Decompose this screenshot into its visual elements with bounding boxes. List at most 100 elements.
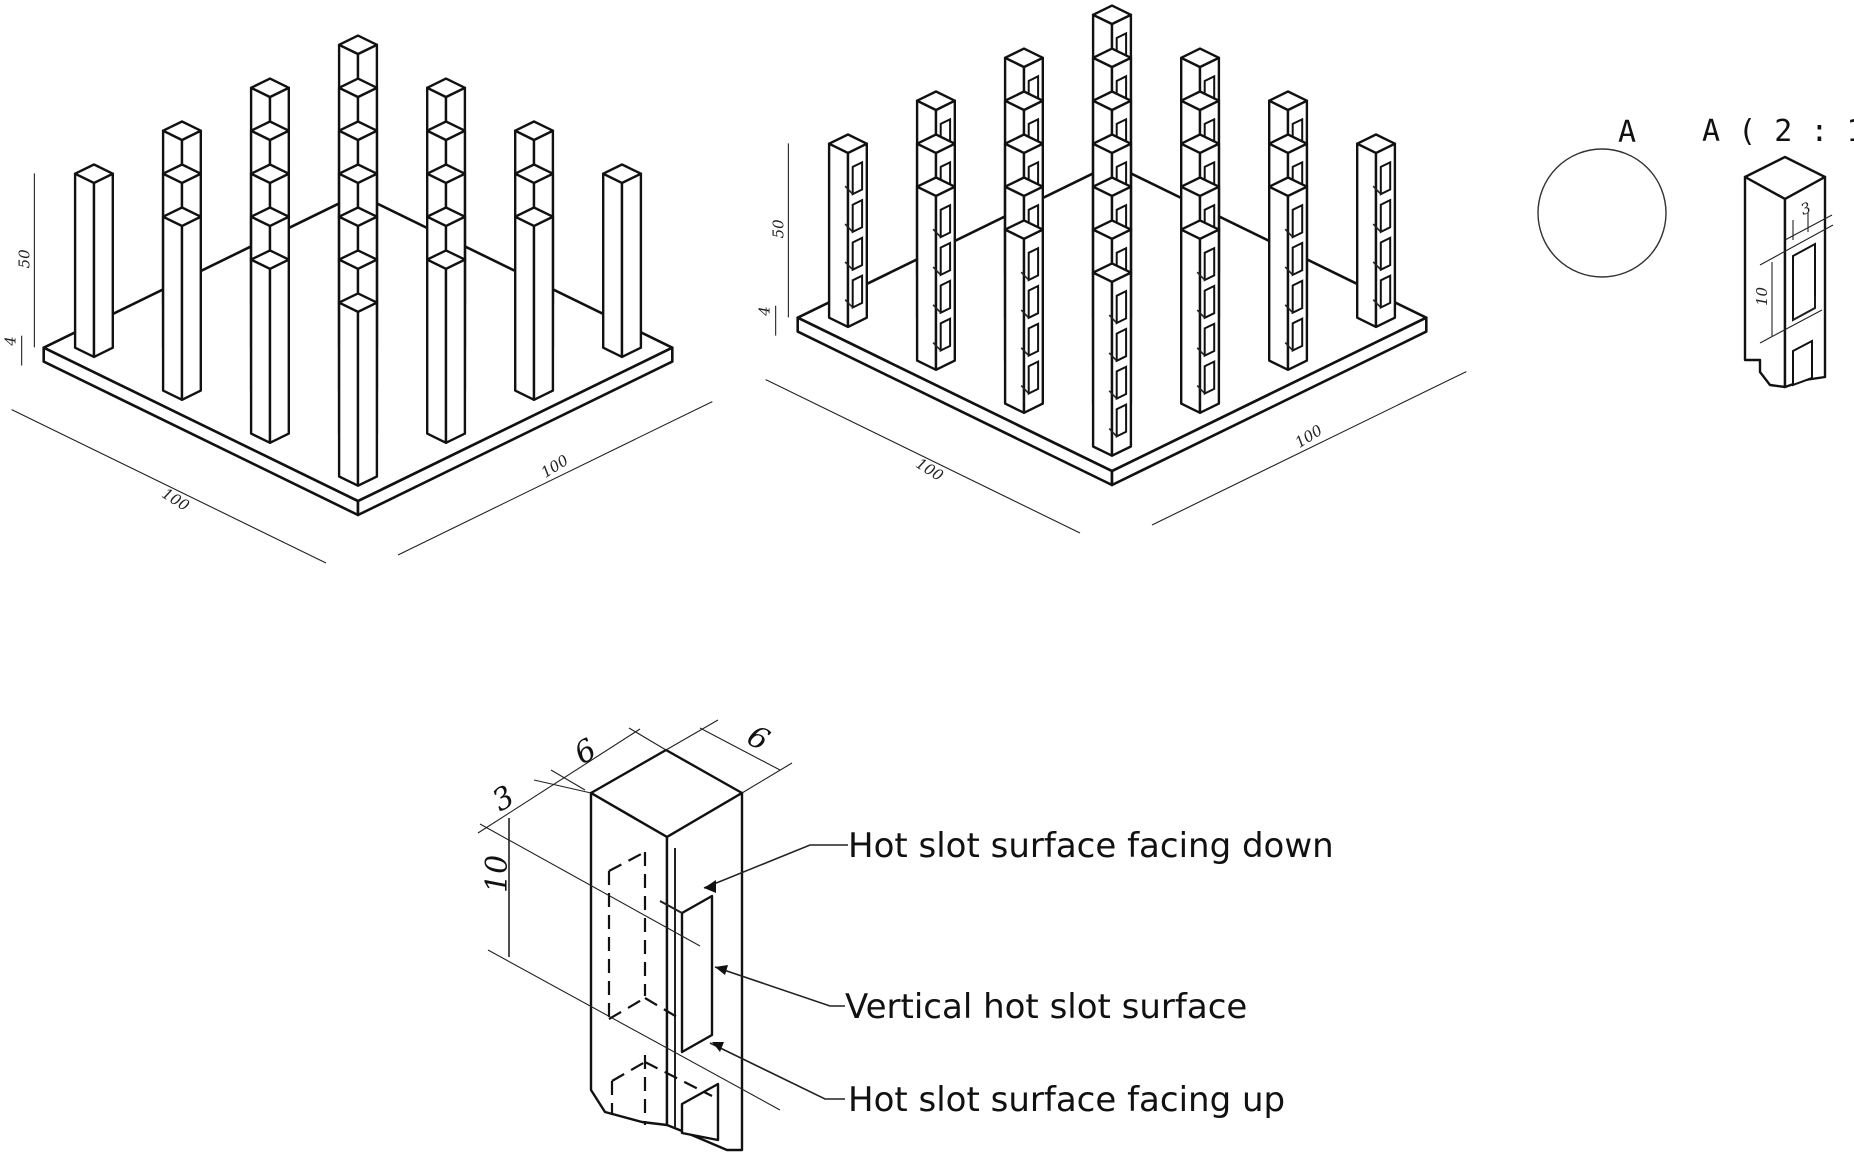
slot-detail-view: 10 3 6 6 Hot slot surface facing down Ve… (477, 719, 1334, 1152)
pin-slot-floor (1284, 342, 1294, 352)
pin-top (337, 249, 379, 270)
dim-ext-line (533, 779, 592, 794)
pin-left-face (827, 142, 850, 329)
pin-slot (851, 274, 864, 310)
pin-slot-floor (1108, 352, 1118, 362)
pin-slot-floor (844, 185, 854, 195)
pin-top (337, 77, 379, 99)
arrowhead-icon (704, 880, 716, 893)
pin-top (426, 120, 467, 142)
pin-right-face (620, 172, 643, 359)
pin-slot-floor (1372, 299, 1382, 309)
pin-top (1003, 47, 1045, 69)
pin-right-face (444, 258, 467, 444)
pin-top (1003, 133, 1045, 155)
dim-ext-line (665, 719, 719, 751)
slot-dim-10: 10 (480, 855, 515, 893)
pin-right-face (356, 301, 379, 487)
slot-dim-6a: 6 (569, 732, 603, 772)
pin-slot (1115, 365, 1128, 401)
leader-facing-up (709, 1042, 845, 1100)
dim-thickness: 4 (756, 306, 774, 317)
pin-fin (827, 133, 868, 329)
dim-ext-line (1759, 224, 1834, 266)
pin-top (1179, 133, 1221, 155)
pin-slot (1027, 246, 1040, 282)
pin-fin (1267, 176, 1309, 371)
pin-top (1179, 47, 1221, 69)
dim-line-length (765, 379, 1081, 534)
pin-top (249, 249, 290, 270)
pin-slot (1027, 284, 1040, 320)
detail-slot-opening (1792, 242, 1816, 322)
pin-slot-floor (1020, 347, 1030, 357)
pin-slot (939, 317, 952, 353)
base-plate-right-face (1110, 316, 1428, 487)
pin-top (514, 206, 555, 228)
pin-top (73, 163, 115, 185)
label-facing-up: Hot slot surface facing up (848, 1080, 1285, 1120)
pin-fin (1003, 219, 1045, 414)
dim-length: 100 (159, 484, 193, 515)
pin-slot-floor (1284, 266, 1294, 276)
pin-slot (1291, 317, 1304, 353)
dim-height: 50 (15, 249, 33, 269)
pin-top (337, 206, 379, 228)
pin-slot (1379, 198, 1392, 234)
detail-dim-10: 10 (1753, 286, 1771, 306)
pin-top (1091, 219, 1133, 241)
pin-fin (1091, 262, 1133, 457)
pin-top (1267, 176, 1309, 198)
dim-ext-line (550, 769, 586, 791)
pin-left-face (602, 172, 624, 359)
label-facing-down: Hot slot surface facing down (848, 826, 1334, 866)
pin-slot-floor (1372, 223, 1382, 233)
dim-width: 100 (1292, 421, 1326, 452)
pin-fin (337, 292, 379, 487)
pin-slot-floor (1020, 385, 1030, 395)
pin-slot-floor (1020, 309, 1030, 319)
pin-fin (915, 176, 956, 371)
pin-right-face (268, 258, 290, 444)
pin-slot (851, 198, 864, 234)
pin-top (426, 77, 467, 99)
dim-line-6b (699, 727, 781, 771)
pin-top (426, 163, 467, 185)
pin-top (1003, 219, 1045, 241)
pin-slot-floor (1196, 271, 1206, 281)
pin-slot (1115, 402, 1128, 439)
arrowhead-icon (715, 965, 728, 975)
pin-slot (851, 236, 864, 272)
detail-marker-a: A (1537, 115, 1667, 278)
pin-slot-floor (1020, 271, 1030, 281)
dim-line-width (1151, 371, 1467, 526)
pin-slot (1203, 246, 1216, 282)
pin-top (337, 292, 379, 313)
pin-slot (1291, 279, 1304, 315)
dim-ext-line (741, 762, 793, 794)
pin-left-face (1091, 271, 1114, 457)
pin-top (1179, 90, 1221, 112)
pin-slot (1027, 359, 1040, 396)
pin-right-face (180, 215, 203, 401)
pin-fin (249, 249, 290, 444)
pin-top (1003, 176, 1045, 198)
pin-left-face (161, 215, 184, 401)
detail-slot-lower (1792, 339, 1813, 387)
detail-slot-floor (1792, 296, 1816, 321)
pin-top (249, 77, 290, 99)
pin-slot-floor (1108, 428, 1118, 437)
pin-slot-floor (1196, 309, 1206, 319)
base-plate-right-face (356, 346, 674, 517)
pin-slot (939, 279, 952, 315)
detail-pin-left-face (1743, 175, 1787, 389)
pin-left-face (1355, 142, 1378, 329)
pin-top (915, 90, 956, 112)
pin-slot (1027, 322, 1040, 358)
pin-left-face (1003, 228, 1026, 414)
pin-top (1091, 4, 1133, 26)
pin-slot-floor (1284, 228, 1294, 238)
pin-top (1267, 133, 1309, 155)
pin-left-face (426, 258, 448, 444)
